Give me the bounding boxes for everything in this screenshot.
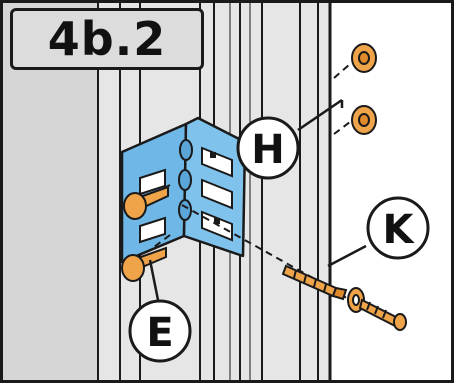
plastic-plug-icon: [121, 185, 169, 282]
cap-nut-icon: [351, 43, 377, 135]
callout-H-label: H: [251, 127, 284, 173]
callout-H-circle: H: [236, 116, 300, 180]
callout-E-label: E: [146, 310, 173, 356]
step-title: 4b.2: [10, 8, 204, 70]
leader-lines: [148, 98, 367, 301]
screw-icon: [358, 298, 407, 331]
callout-K-circle: K: [366, 196, 430, 260]
callout-E-circle: E: [128, 299, 192, 363]
callout-K-label: K: [383, 207, 416, 253]
wall-anchor-icon: [281, 264, 348, 301]
